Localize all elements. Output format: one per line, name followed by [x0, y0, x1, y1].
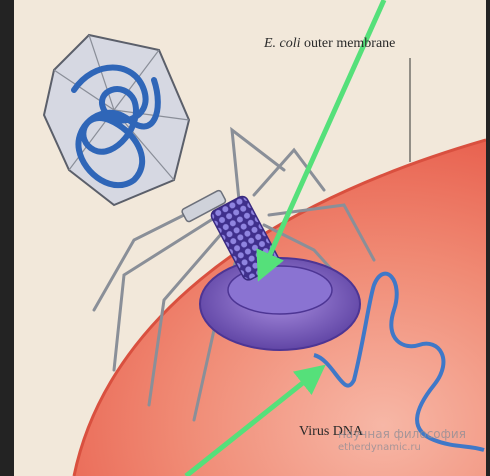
outer-membrane-text: outer membrane: [301, 36, 396, 51]
bacteriophage-illustration: [14, 0, 486, 476]
outer-membrane-label: E. coli outer membrane: [264, 36, 395, 52]
ecoli-italic: E. coli: [264, 36, 301, 51]
watermark: научная философия etherdynamic.ru: [338, 428, 466, 454]
watermark-line2: etherdynamic.ru: [338, 441, 466, 454]
watermark-line1: научная философия: [338, 428, 466, 441]
